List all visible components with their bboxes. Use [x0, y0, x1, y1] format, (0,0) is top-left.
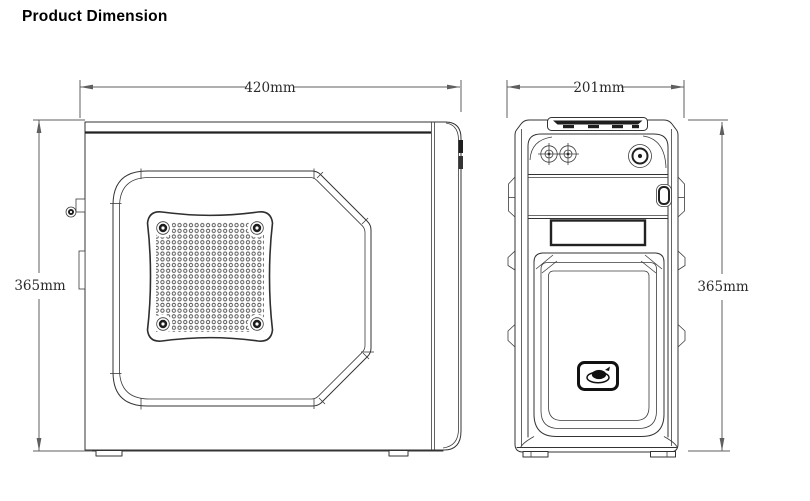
dimension-front-width: 201mm: [506, 80, 685, 118]
dimension-front-height: 365mm: [688, 119, 749, 452]
brand-logo-badge: [577, 361, 619, 391]
dimension-label-201mm: 201mm: [573, 80, 625, 96]
front-bottom-skirt: [516, 436, 678, 448]
bezel-side-notches: [507, 176, 686, 348]
dimension-label-420mm: 420mm: [244, 80, 296, 96]
side-view-body-outline: [84, 121, 462, 451]
front-view: [507, 117, 686, 458]
vent-screws: [153, 218, 267, 334]
front-feet: [522, 451, 676, 458]
cad-tick-marks: [110, 168, 374, 410]
side-view: [65, 121, 463, 457]
screw-icon: [153, 218, 173, 238]
side-rear-latch: [65, 198, 86, 290]
power-button-icon: [628, 144, 652, 168]
front-view-body-outline: [514, 119, 679, 453]
top-io-slot: [547, 117, 648, 131]
grille-corner-creases: [535, 254, 663, 274]
side-fan-vent: [146, 211, 274, 342]
screw-icon: [247, 218, 267, 238]
side-panel-bulge: [110, 168, 374, 410]
audio-jack-icon: [557, 143, 579, 165]
front-grille-panel: [533, 252, 665, 437]
mesh-vent-holes: [156, 222, 264, 332]
drive-bay-525: [527, 174, 669, 219]
usb-ports-icon: [553, 120, 643, 125]
front-face-outline: [527, 133, 669, 438]
page-title: Product Dimension: [22, 8, 168, 25]
bay-side-button: [656, 184, 672, 207]
side-power-button-profile: [458, 140, 463, 169]
dimension-side-width: 420mm: [79, 80, 462, 118]
screw-icon: [153, 314, 173, 334]
dimension-side-height: 365mm: [14, 119, 92, 452]
brand-logo-icon: [586, 366, 610, 384]
dimension-label-365mm-left: 365mm: [14, 278, 66, 294]
drive-bay-35: [549, 219, 647, 247]
audio-jack-icon: [538, 143, 560, 165]
dimension-label-365mm-right: 365mm: [697, 279, 749, 295]
screw-icon: [247, 314, 267, 334]
side-feet: [95, 450, 409, 457]
